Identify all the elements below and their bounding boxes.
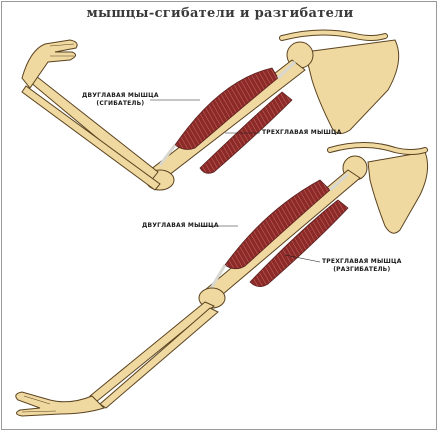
lower-arm-figure xyxy=(16,145,428,416)
upper-arm-figure xyxy=(22,32,399,190)
upper-hand xyxy=(22,40,77,88)
lower-scapula xyxy=(368,152,428,233)
lower-humerus xyxy=(205,170,360,300)
lower-ulna xyxy=(90,302,214,402)
upper-biceps-label-line1: ДВУГЛАВАЯ МЫШЦА xyxy=(82,92,159,100)
lower-triceps-label-line1: ТРЕХГЛАВАЯ МЫШЦА xyxy=(322,258,402,266)
lower-radius xyxy=(100,308,218,408)
upper-biceps-label: ДВУГЛАВАЯ МЫШЦА (СГИБАТЕЛЬ) xyxy=(82,92,159,108)
lower-triceps-label-line2: (РАЗГИБАТЕЛЬ) xyxy=(322,266,402,274)
upper-biceps-label-line2: (СГИБАТЕЛЬ) xyxy=(82,100,159,108)
lower-biceps-label: ДВУГЛАВАЯ МЫШЦА xyxy=(142,222,219,230)
upper-triceps-label: ТРЕХГЛАВАЯ МЫШЦА xyxy=(262,129,342,137)
lower-triceps-label: ТРЕХГЛАВАЯ МЫШЦА (РАЗГИБАТЕЛЬ) xyxy=(322,258,402,274)
upper-humerus xyxy=(150,60,305,182)
upper-scapula xyxy=(305,40,399,134)
